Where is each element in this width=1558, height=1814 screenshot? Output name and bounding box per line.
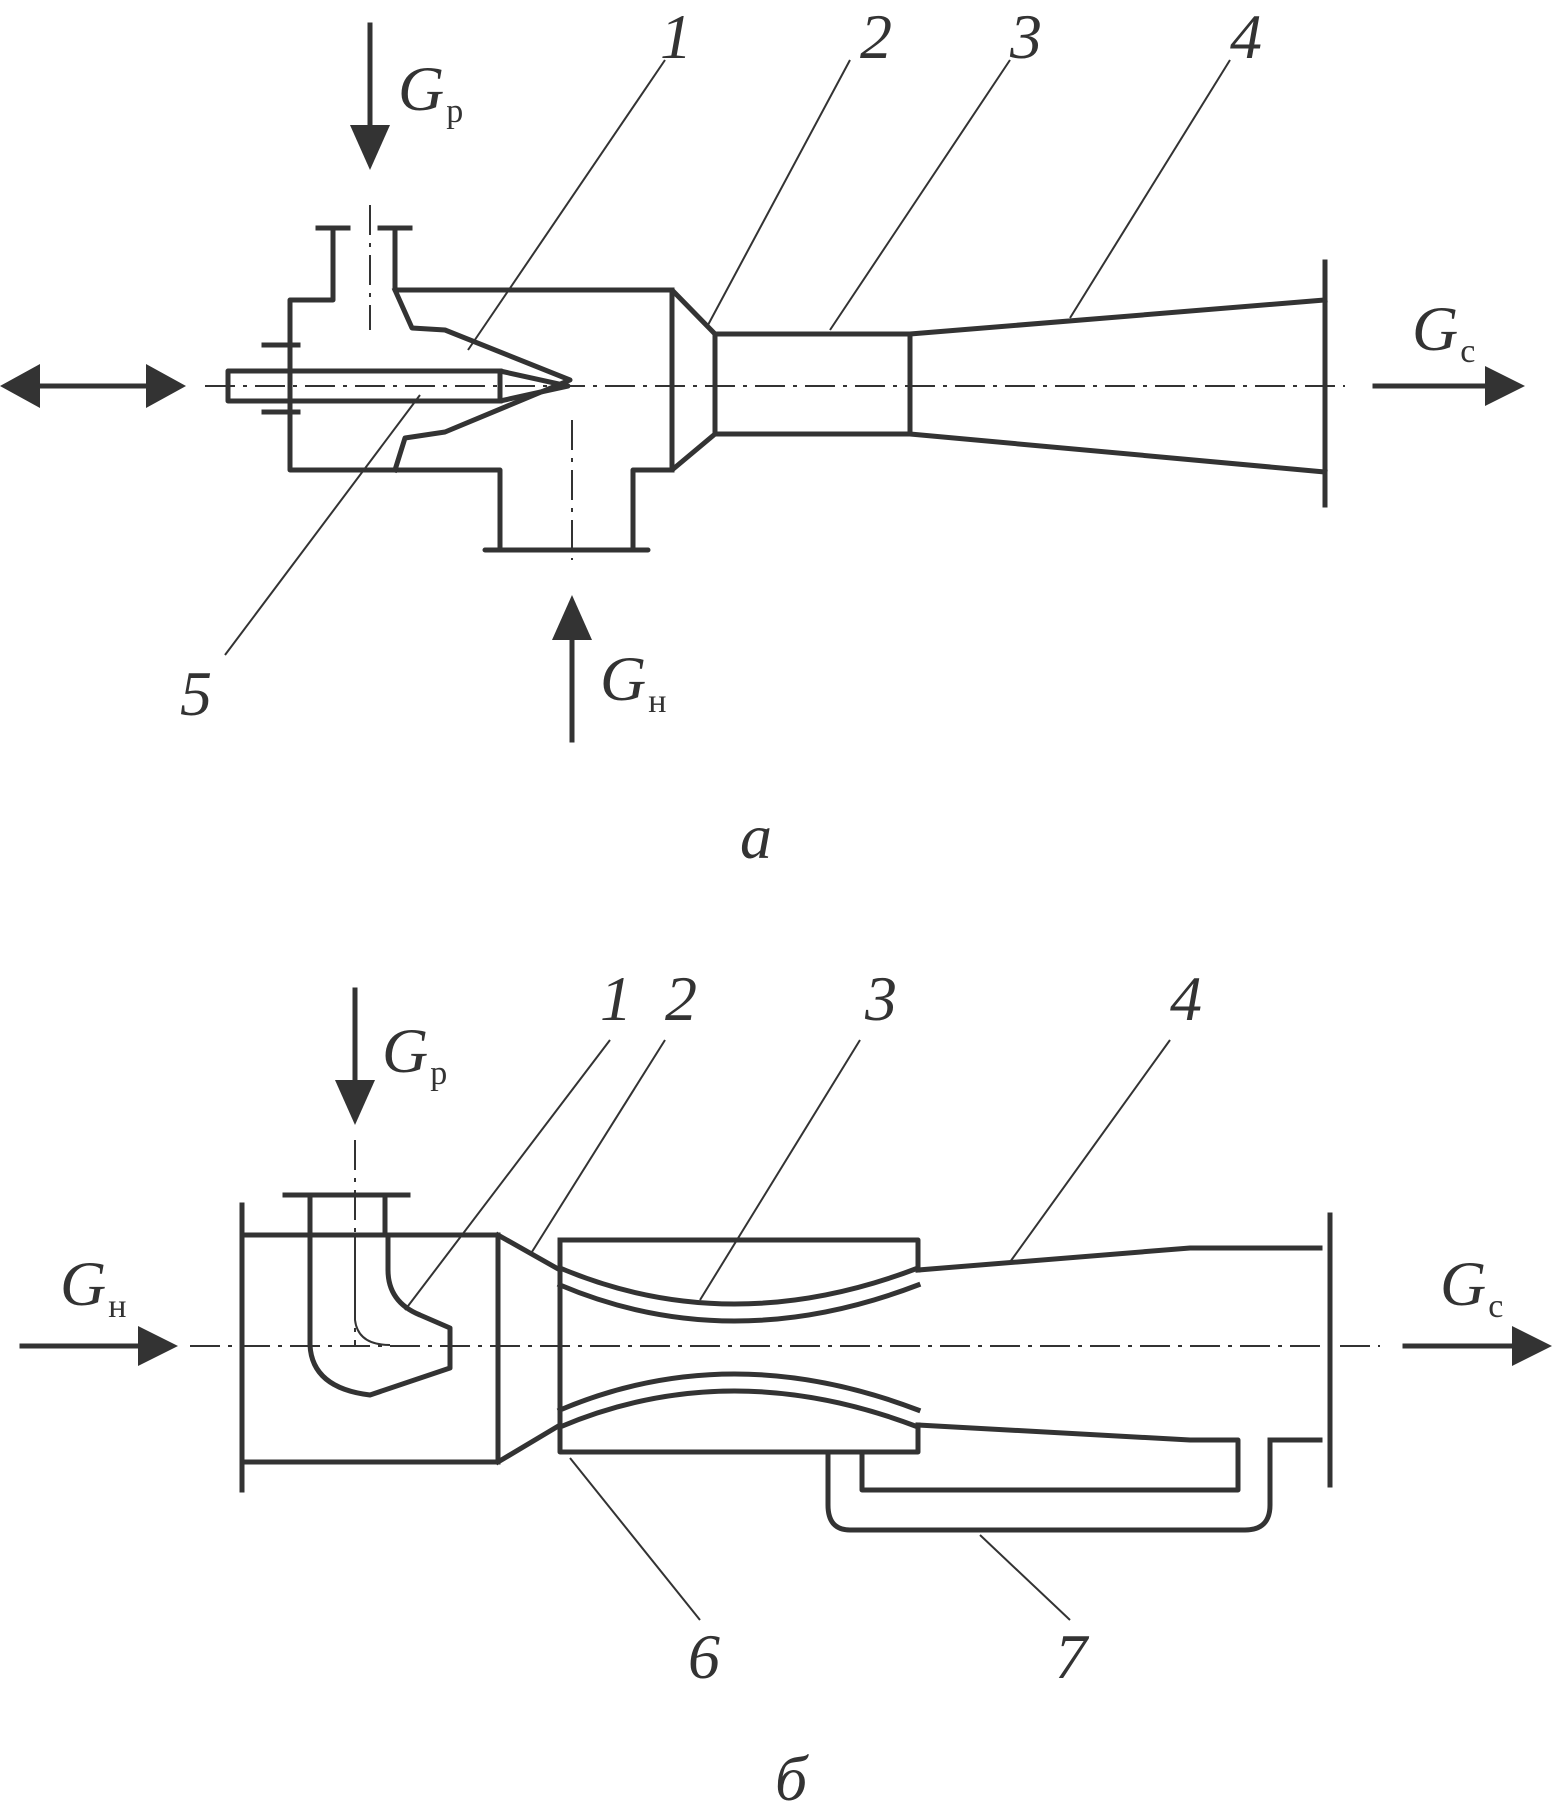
leader-1-b: [404, 1039, 611, 1311]
converging-section-a: [669, 287, 718, 473]
leader-4-b: [1009, 1039, 1171, 1263]
callout-7-b: 7: [1055, 1621, 1090, 1692]
leader-4-a: [1069, 59, 1231, 319]
leader-3-a: [829, 59, 1011, 331]
mixing-housing-b: [557, 1237, 921, 1455]
diffuser-b: [859, 1245, 1323, 1493]
leader-2-b: [529, 1039, 666, 1256]
callout-4-b: 4: [1170, 963, 1202, 1034]
callout-5-a: 5: [180, 658, 212, 729]
callout-2-b: 2: [665, 963, 697, 1034]
mixed-flow-label-a: Gс: [1412, 293, 1475, 370]
callout-4-a: 4: [1230, 1, 1262, 72]
elastic-wall-top-b: [556, 1264, 922, 1307]
injected-flow-arrow-a: [552, 595, 592, 743]
nozzle-inner-line-b: [354, 1235, 391, 1346]
mixed-flow-label-b: Gс: [1440, 1248, 1503, 1325]
nozzle-needle-a: [225, 368, 571, 404]
working-flow-label-b: Gр: [382, 1015, 447, 1092]
inlet-flange-b: [239, 1202, 501, 1493]
caption-b: б: [775, 1743, 809, 1814]
body-outline-bottom-a: [261, 409, 1328, 553]
converging-section-b: [494, 1231, 564, 1466]
body-outline-top-a: [261, 225, 1328, 348]
leader-7-b: [979, 1534, 1071, 1621]
bypass-channel-b: [825, 1437, 1273, 1533]
callout-3-a: 3: [1009, 1, 1042, 72]
elastic-wall-top-hatch-b: [565, 1276, 913, 1316]
nozzle-flange-b: [282, 1192, 411, 1238]
callout-3-b: 3: [864, 963, 897, 1034]
injected-flow-label-b: Gн: [60, 1248, 126, 1325]
injected-flow-label-a: Gн: [600, 643, 666, 720]
elastic-wall-bottom-b: [556, 1388, 922, 1431]
callout-6-b: 6: [688, 1621, 720, 1692]
bent-nozzle-b: [307, 1232, 453, 1398]
working-flow-arrow-b: [335, 987, 375, 1125]
callout-2-a: 2: [860, 1, 892, 72]
mixed-flow-arrow-a: [1372, 366, 1525, 406]
caption-a: а: [740, 801, 772, 872]
elastic-wall-bottom-hatch-b: [565, 1380, 913, 1420]
double-arrow-a: [0, 364, 186, 408]
leader-3-b: [699, 1039, 861, 1301]
leader-2-a: [707, 59, 851, 326]
injected-flow-arrow-b: [19, 1326, 178, 1366]
diagram-a: 1 2 3 4 5 Gр Gн Gс а: [0, 1, 1525, 872]
working-flow-arrow-a: [350, 22, 390, 170]
leader-1-a: [467, 59, 666, 351]
callout-1-b: 1: [600, 963, 632, 1034]
mixed-flow-arrow-b: [1402, 1326, 1552, 1366]
leader-5-a: [224, 394, 421, 656]
leader-6-b: [569, 1457, 701, 1621]
working-flow-label-a: Gр: [398, 53, 463, 130]
elastic-wall-top-inner-b: [556, 1281, 922, 1324]
elastic-wall-bottom-inner-b: [556, 1371, 922, 1414]
callout-1-a: 1: [660, 1, 692, 72]
diagram-b: 1 2 3 4 6 7 Gр Gн Gс б: [19, 963, 1552, 1814]
nozzle-housing-a: [391, 286, 573, 474]
